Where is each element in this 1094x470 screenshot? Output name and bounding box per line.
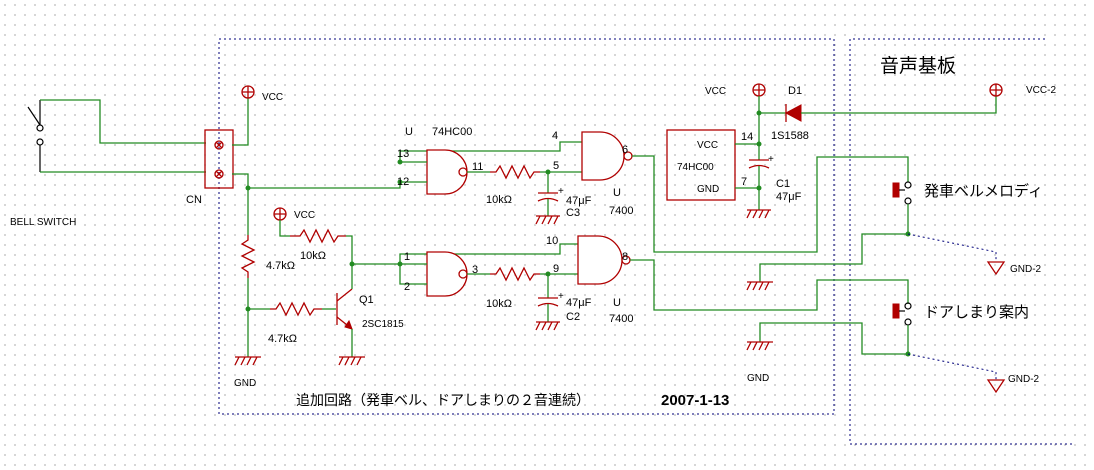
gnd-symbol-c3 — [535, 215, 560, 225]
voice-board-frame — [849, 38, 1074, 445]
label-plus-c1: + — [768, 154, 774, 165]
gnd-symbol-mid-b — [746, 341, 773, 351]
ic-power-box — [666, 129, 736, 201]
label-c2-val: 47μF — [566, 297, 592, 309]
nand-gate-d — [577, 235, 631, 285]
pin-3: 3 — [472, 264, 478, 276]
label-ic-name: 74HC00 — [677, 162, 714, 173]
label-d1: D1 — [788, 85, 802, 97]
pin-9: 9 — [553, 263, 559, 275]
wire-cn-input — [232, 173, 420, 189]
label-gnd2-a: GND-2 — [1010, 264, 1042, 275]
wire-switch-top — [40, 99, 206, 144]
label-r-a: 10kΩ — [486, 194, 512, 206]
pin-4: 4 — [552, 130, 558, 142]
gnd-symbol-q1 — [338, 356, 365, 366]
label-ic-gnd: GND — [697, 184, 719, 195]
label-melody: 発車ベルメロディ — [924, 182, 1043, 200]
label-r-pullup: 10kΩ — [300, 250, 326, 262]
vcc2-symbol — [989, 83, 1003, 97]
label-d1-part: 1S1588 — [771, 130, 809, 142]
pin-10: 10 — [546, 235, 558, 247]
added-circuit-frame — [218, 38, 835, 415]
label-vcc2: VCC-2 — [1026, 85, 1056, 96]
label-r-top: 4.7kΩ — [266, 260, 295, 272]
label-door: ドアしまり案内 — [924, 303, 1029, 321]
label-vcc-top: VCC — [705, 86, 726, 97]
gnd-symbol-c1 — [746, 209, 771, 219]
vcc-symbol-left — [241, 85, 255, 99]
label-u-b: U — [613, 297, 621, 309]
gnd2-symbol-a — [986, 261, 1006, 276]
caption-date: 2007-1-13 — [661, 392, 729, 409]
label-q1: Q1 — [359, 294, 374, 306]
pin-12: 12 — [397, 176, 409, 188]
diode-d1 — [784, 104, 802, 122]
voice-board-title: 音声基板 — [880, 55, 956, 77]
vcc-symbol-top — [752, 83, 766, 97]
label-u-a-part: 7400 — [609, 205, 633, 217]
switch-door — [892, 302, 912, 326]
capacitor-c2 — [537, 297, 559, 307]
transistor-q1 — [336, 288, 353, 330]
label-c2: C2 — [566, 311, 580, 323]
label-u-a: U — [613, 187, 621, 199]
label-u-b-part: 7400 — [609, 313, 633, 325]
label-plus-c2: + — [558, 291, 564, 302]
gnd-symbol-left — [234, 356, 261, 366]
label-gnd2-b: GND-2 — [1008, 374, 1040, 385]
nand-gate-a — [426, 149, 468, 195]
gnd2-symbol-b — [986, 379, 1006, 394]
pin-1: 1 — [404, 251, 410, 263]
label-74hc00: 74HC00 — [432, 126, 472, 138]
label-plus-c3: + — [558, 186, 564, 197]
label-r-base: 4.7kΩ — [268, 333, 297, 345]
resistor-10k-c — [490, 266, 540, 282]
pin-11: 11 — [472, 161, 483, 173]
label-bell-switch: BELL SWITCH — [10, 217, 76, 228]
pin-2: 2 — [404, 281, 410, 293]
nand-gate-c — [426, 251, 468, 297]
pin-7: 7 — [741, 176, 747, 188]
label-c3: C3 — [566, 207, 580, 219]
resistor-4k7-base — [270, 301, 322, 317]
label-c1-val: 47μF — [776, 191, 802, 203]
bell-switch — [27, 100, 44, 172]
label-gnd-left: GND — [234, 378, 256, 389]
label-r-c: 10kΩ — [486, 298, 512, 310]
label-u: U — [405, 126, 413, 138]
connector-cn — [204, 129, 234, 189]
label-vcc-left: VCC — [262, 92, 283, 103]
gnd-symbol-mid-a — [746, 281, 773, 291]
resistor-10k-pullup — [290, 228, 346, 244]
resistor-4k7-vertical — [240, 235, 256, 278]
pin-13: 13 — [397, 148, 409, 160]
label-q1-part: 2SC1815 — [362, 319, 404, 330]
label-c3-val: 47μF — [566, 195, 592, 207]
capacitor-c3 — [537, 192, 559, 202]
vcc-symbol-pullup — [273, 207, 287, 221]
label-vcc-pullup: VCC — [294, 210, 315, 221]
caption-added-circuit: 追加回路（発車ベル、ドアしまりの２音連続） — [296, 392, 590, 409]
nand-gate-b — [581, 131, 633, 181]
label-cn: CN — [186, 194, 202, 206]
pin-5: 5 — [553, 160, 559, 172]
wire-cn-vcc — [232, 98, 249, 146]
label-ic-vcc: VCC — [697, 140, 718, 151]
capacitor-c1 — [748, 159, 770, 169]
label-c1: C1 — [776, 178, 790, 190]
pin-8: 8 — [622, 251, 628, 263]
gnd-symbol-c2 — [535, 321, 560, 331]
resistor-10k-a — [490, 164, 540, 180]
switch-melody — [892, 181, 912, 205]
pin-6: 6 — [622, 144, 628, 156]
label-gnd-mid: GND — [747, 373, 769, 384]
pin-14: 14 — [741, 131, 753, 143]
